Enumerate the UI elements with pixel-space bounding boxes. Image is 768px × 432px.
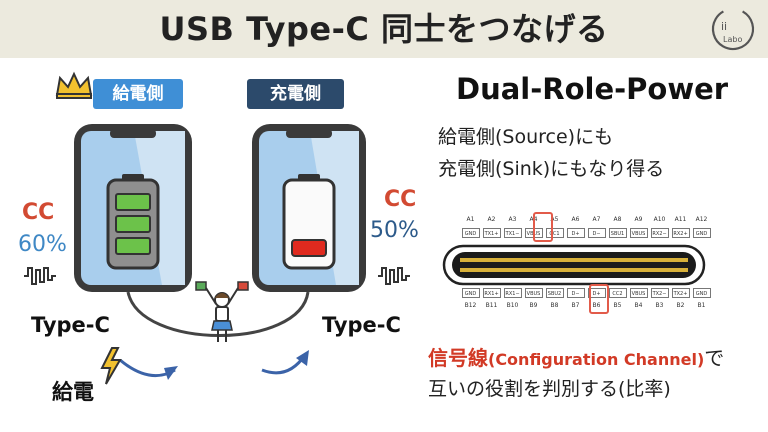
pin-number: A1 [466,216,475,223]
pin-number: A7 [592,216,601,223]
info-line-2: 充電側(Sink)にもなり得る [438,158,665,180]
pin-number: B8 [550,302,559,309]
pin-label: CC1 [545,228,564,238]
pin-number: B4 [634,302,643,309]
pin-number: B11 [485,302,498,309]
dual-role-title: Dual-Role-Power [456,72,729,106]
pin-label: GND [692,228,711,238]
pin-label: RX1− [503,288,522,298]
pin-label: RX1+ [482,288,501,298]
source-port-label: Type-C [31,313,110,337]
referee-person-icon [195,281,249,342]
pin-label: D− [587,228,606,238]
sink-tag: 充電側 [247,79,344,109]
pin-label: GND [461,288,480,298]
sink-phone [252,124,366,292]
pin-number: A5 [550,216,559,223]
supply-label: 給電 [52,380,94,404]
signal-wave-icon [24,267,56,285]
pin-number: B5 [613,302,622,309]
pin-label: D+ [566,228,585,238]
signal-line-text: 信号線(Configuration Channel)で [428,342,724,371]
pin-label: GND [461,228,480,238]
cc2-highlight [589,284,609,314]
signal-tail: で [704,346,725,370]
pin-label: SBU2 [545,288,564,298]
pin-number: A9 [634,216,643,223]
sink-cc-percent: 50% [370,218,419,243]
signal-paren: (Configuration Channel) [488,350,705,369]
pin-label: D− [566,288,585,298]
usb-c-connector [442,244,706,286]
svg-text:ii: ii [721,20,727,33]
source-cc-percent: 60% [18,232,67,257]
signal-main: 信号線 [428,346,488,370]
header-bar [0,0,768,58]
pin-number: A12 [695,216,708,223]
pin-number: A11 [674,216,687,223]
pin-number: A2 [487,216,496,223]
page-title: USB Type-C 同士をつなげる [159,10,609,48]
signal-wave-icon-right [378,267,410,285]
svg-text:Labo: Labo [723,35,742,44]
pin-label: GND [692,288,711,298]
pin-label: SBU1 [608,228,627,238]
info-line-1: 給電側(Source)にも [438,126,614,148]
pin-label: RX2− [650,228,669,238]
pin-number: B2 [676,302,685,309]
pin-number: B1 [697,302,706,309]
pin-label: TX2− [650,288,669,298]
pin-label: VBUS [524,288,543,298]
pin-number: A6 [571,216,580,223]
info-line-3: 互いの役割を判別する(比率) [428,378,671,400]
cc1-highlight [533,212,553,242]
lightning-icon [100,347,122,385]
pin-number: B10 [506,302,519,309]
pin-number: A8 [613,216,622,223]
pin-label: TX2+ [671,288,690,298]
source-tag: 給電側 [93,79,183,109]
pin-label: D+ [587,288,606,298]
bottom-pin-numbers: B12 B11 B10 B9 B8 B7 B6 B5 B4 B3 B2 B1 [460,302,712,309]
pin-number: B12 [464,302,477,309]
pin-number: B7 [571,302,580,309]
pin-label: TX1+ [482,228,501,238]
pin-label: VBUS [629,288,648,298]
sink-cc-label: CC [384,187,417,212]
chii-labo-logo: ii Labo [711,7,755,51]
source-cc-label: CC [22,200,55,225]
pin-number: A3 [508,216,517,223]
pin-number: B6 [592,302,601,309]
source-phone [74,124,192,292]
pin-label: RX2+ [671,228,690,238]
pin-number: B9 [529,302,538,309]
sink-port-label: Type-C [322,313,401,337]
pin-number: B3 [655,302,664,309]
crown-icon [55,71,93,99]
pin-label: VBUS [629,228,648,238]
pin-number: A10 [653,216,666,223]
pin-label: CC2 [608,288,627,298]
pin-label: TX1− [503,228,522,238]
